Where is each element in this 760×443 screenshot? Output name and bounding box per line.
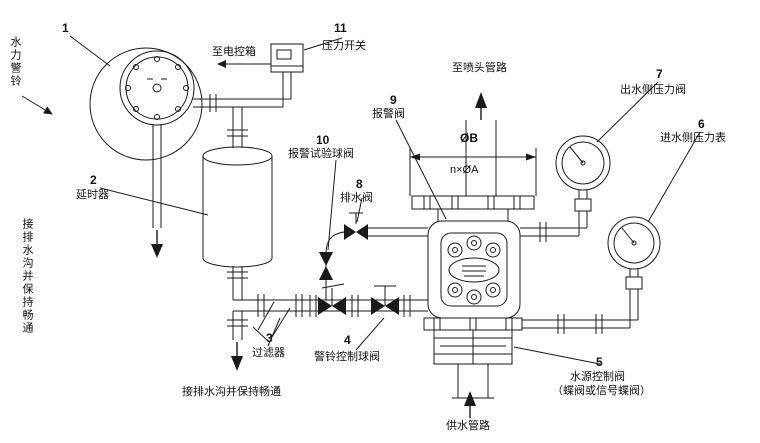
- alarm-line-pipe: [193, 72, 292, 148]
- alarm-test-line: [319, 212, 428, 300]
- callout-8-number: 8: [356, 177, 363, 191]
- alarm-valve-body: [411, 195, 535, 331]
- callout-4-number: 4: [344, 333, 351, 347]
- main-drain-ball-valve: [371, 285, 411, 317]
- callout-5-label: 水源控制阀: [570, 371, 625, 383]
- callout-11-label: 压力开关: [322, 40, 366, 52]
- pressure-switch: [270, 43, 304, 73]
- callout-7-number: 7: [656, 67, 663, 81]
- annotation-drain-left: 接排水沟并保持畅通: [21, 218, 33, 335]
- annotation-water-supply: 供水管路: [446, 420, 490, 432]
- flow-arrow-ditch-drain: [231, 342, 243, 371]
- callout-9-label: 报警阀: [372, 108, 405, 120]
- callout-10-label: 报警试验球阀: [288, 148, 354, 160]
- callout-1-number: 1: [62, 21, 69, 35]
- callout-9-number: 9: [390, 93, 397, 107]
- callout-2-number: 2: [90, 173, 97, 187]
- callout-2-label: 延时器: [76, 189, 109, 201]
- callout-3-label: 过滤器: [252, 347, 285, 359]
- supply-pipe: [452, 364, 494, 399]
- callout-10-number: 10: [316, 133, 330, 147]
- outlet-pipe: [465, 120, 497, 196]
- dimension-bolt-holes-text: n×ØA: [450, 164, 479, 176]
- callout-4-label: 警铃控制球阀: [314, 351, 380, 363]
- callout-5-number: 5: [596, 355, 603, 369]
- strainer: [252, 294, 303, 342]
- callout-11-number: 11: [334, 21, 347, 35]
- flow-arrow-supply: [464, 391, 476, 418]
- callout-8-label: 排水阀: [340, 192, 373, 204]
- callout-6-number: 6: [698, 117, 705, 131]
- callout-6-label: 进水侧压力表: [660, 132, 726, 144]
- inlet-pressure-gauge: [522, 216, 661, 334]
- flow-arrow-sprinkler: [475, 92, 487, 120]
- callout-3-number: 3: [266, 331, 273, 345]
- annotation-drain-bottom: 接排水沟并保持畅通: [182, 386, 281, 398]
- leader-lines: [69, 35, 701, 365]
- flow-arrow-bell-drain: [151, 230, 163, 258]
- outlet-pressure-gauge: [520, 135, 611, 242]
- bell-drain-pipe: [152, 125, 162, 228]
- callout-1-label: 水力警铃: [9, 36, 21, 88]
- butterfly-valve: [433, 329, 513, 365]
- retard-chamber: [202, 146, 273, 300]
- annotation-to-control-box: 至电控箱: [212, 46, 256, 58]
- callout-7-label: 出水侧压力阀: [620, 84, 686, 96]
- dimension-b-text: ØB: [460, 131, 478, 145]
- bell-pointer-arrow: [21, 95, 53, 115]
- annotation-to-sprinkler: 至喷头管路: [452, 62, 507, 74]
- callout-5-label2: （蝶阀或信号蝶阀）: [552, 385, 651, 397]
- water-motor-gong: [89, 47, 203, 161]
